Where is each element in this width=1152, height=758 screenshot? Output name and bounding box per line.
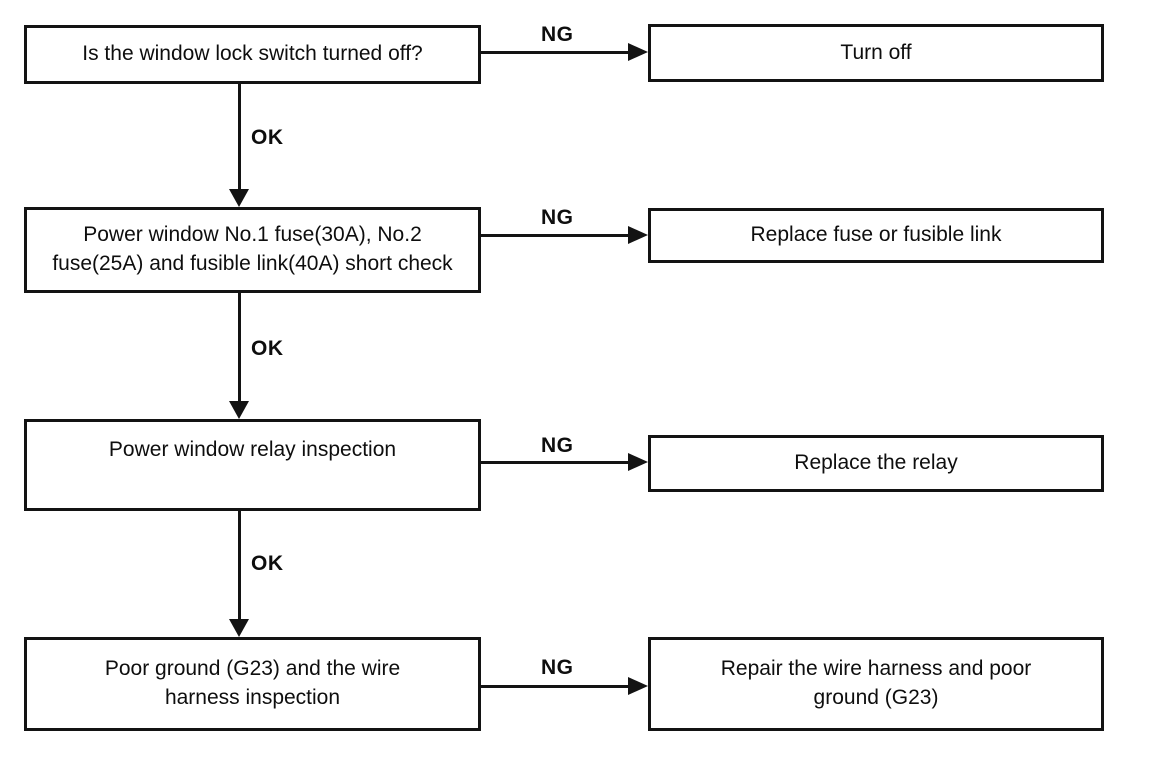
ok-arrow-line-3 (238, 511, 241, 621)
ng-arrow-line-4 (481, 685, 630, 688)
check-box-window-lock-switch: Is the window lock switch turned off? (24, 25, 481, 84)
action-box-repair-harness-ground: Repair the wire harness and poor ground … (648, 637, 1104, 731)
check-box-fuse-short-check: Power window No.1 fuse(30A), No.2 fuse(2… (24, 207, 481, 293)
ng-arrowhead-icon-3 (628, 453, 648, 471)
ng-label-4: NG (541, 656, 574, 679)
ok-arrowhead-icon-2 (229, 401, 249, 419)
check-text-line: Power window No.1 fuse(30A), No.2 (83, 223, 422, 247)
action-text-line: Turn off (840, 40, 912, 64)
ng-arrowhead-icon-1 (628, 43, 648, 61)
check-text-line: harness inspection (164, 686, 341, 709)
action-text-line: Replace fuse or fusible link (750, 223, 1002, 247)
check-text-line: Is the window lock switch turned off? (82, 42, 423, 66)
ok-arrow-line-1 (238, 84, 241, 191)
ng-arrow-line-2 (481, 234, 630, 237)
action-text-line: ground (G23) (813, 686, 939, 709)
action-text-line: Replace the relay (794, 451, 958, 475)
check-text-line: fuse(25A) and fusible link(40A) short ch… (52, 252, 453, 275)
ok-arrowhead-icon-1 (229, 189, 249, 207)
ok-label-1: OK (251, 126, 284, 149)
ok-label-2: OK (251, 337, 284, 360)
action-box-turn-off: Turn off (648, 24, 1104, 82)
ok-arrowhead-icon-3 (229, 619, 249, 637)
ng-arrow-line-3 (481, 461, 630, 464)
action-box-replace-fuse: Replace fuse or fusible link (648, 208, 1104, 263)
action-text-line: Repair the wire harness and poor (720, 657, 1032, 681)
action-box-replace-relay: Replace the relay (648, 435, 1104, 492)
check-text-line: Power window relay inspection (108, 437, 397, 461)
ok-arrow-line-2 (238, 293, 241, 403)
ng-arrowhead-icon-4 (628, 677, 648, 695)
check-box-ground-harness-inspection: Poor ground (G23) and the wire harness i… (24, 637, 481, 731)
ng-label-1: NG (541, 23, 574, 46)
check-box-relay-inspection: Power window relay inspection (24, 419, 481, 511)
ng-arrowhead-icon-2 (628, 226, 648, 244)
ng-label-3: NG (541, 434, 574, 457)
ng-arrow-line-1 (481, 51, 630, 54)
ng-label-2: NG (541, 206, 574, 229)
ok-label-3: OK (251, 552, 284, 575)
check-text-line: Poor ground (G23) and the wire (104, 657, 401, 681)
